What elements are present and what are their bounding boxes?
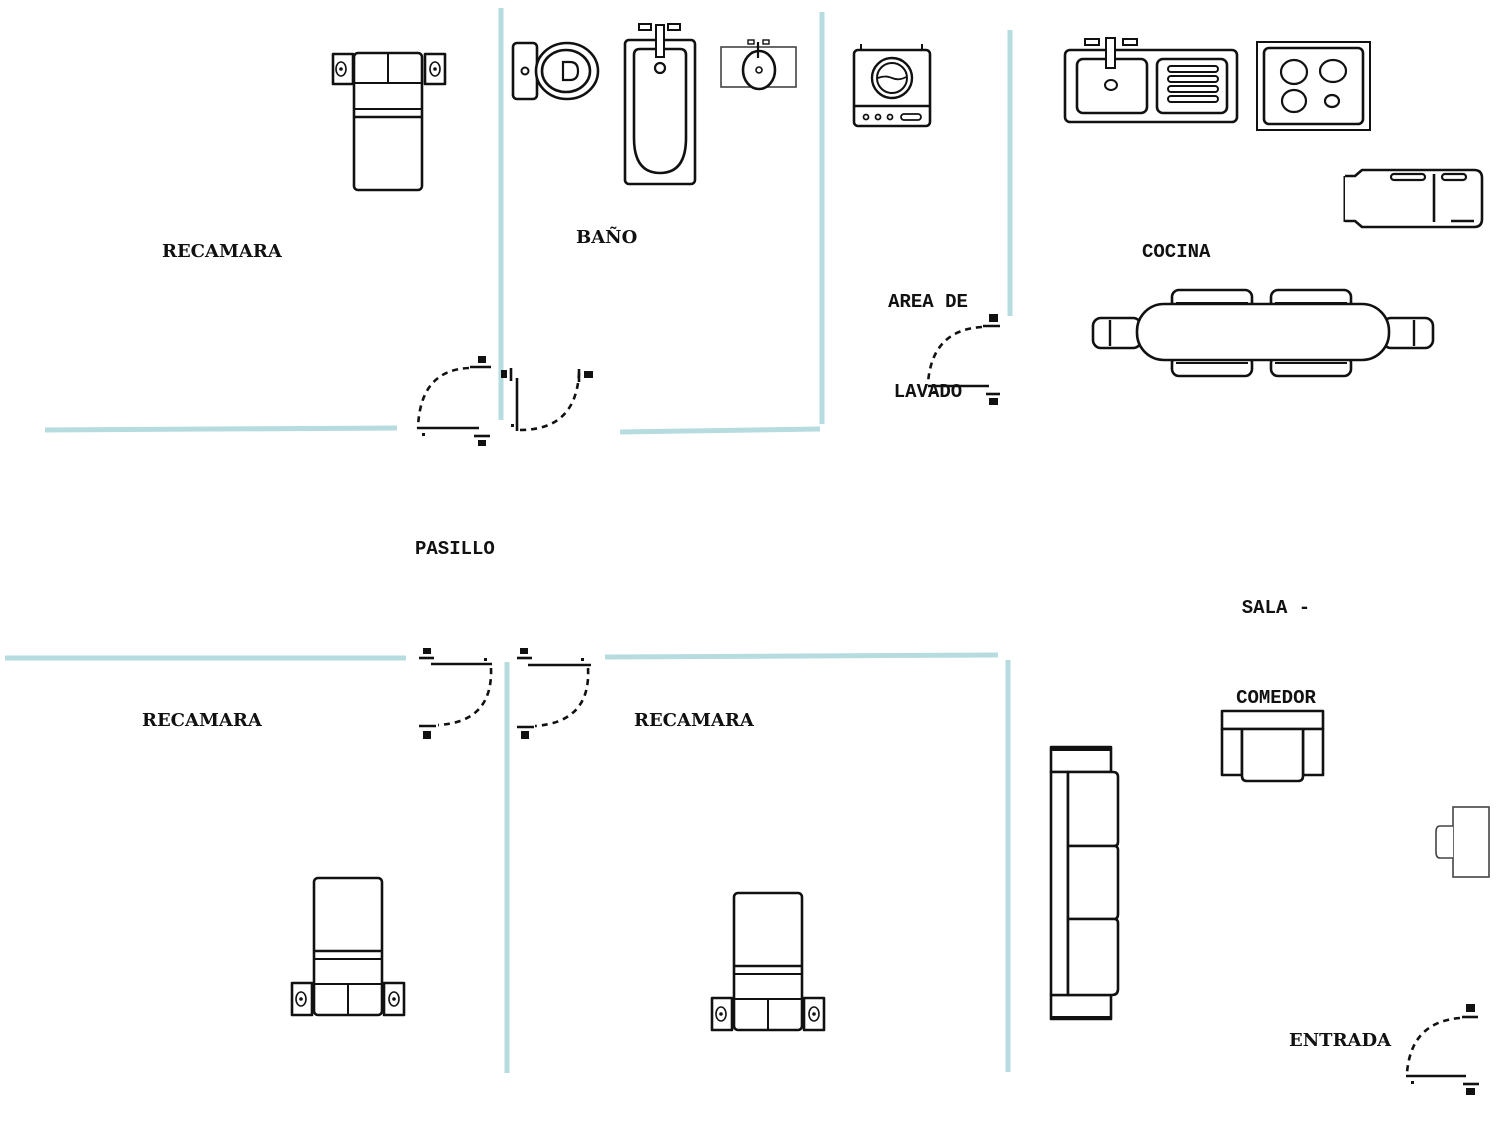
door-swing-icon [517,648,591,739]
room-label-bathroom: BAÑO [576,227,638,248]
room-label-bedroom-bottom-right: RECAMARA [634,710,754,731]
walls [5,8,1013,1073]
toilet-icon [511,41,600,101]
room-label-living: SALA - COMEDOR [1218,533,1334,743]
room-label-kitchen: COCINA [1142,241,1211,263]
kitchen-sink-icon [1063,37,1239,124]
room-label-laundry-line2: LAVADO [893,381,963,403]
armchair-icon [1220,709,1325,783]
tv-icon [1435,806,1490,878]
room-label-living-line2: COMEDOR [1236,687,1316,709]
bathtub-icon [623,23,697,186]
room-label-laundry: AREA DE LAVADO [872,227,984,437]
door-swing-icon [501,368,593,432]
sofa-icon [1049,745,1120,1021]
wall-bathroom-bottom [619,426,821,435]
door-swing-icon [419,648,493,739]
room-label-hallway: PASILLO [415,538,495,560]
room-label-entrance: ENTRADA [1289,1030,1392,1051]
wall-top-bedroom-bottom [44,425,398,433]
door-swing-icon [416,356,491,446]
wall-bottom-right-top [604,652,999,660]
refrigerator-icon [1343,168,1484,229]
bed-icon [290,876,406,1017]
dining-table-icon [1091,288,1435,378]
stove-icon [1256,41,1371,131]
door-swing-icon [1405,1004,1479,1095]
washbasin-icon [720,39,797,91]
door-swing-icon [926,314,1000,405]
bed-icon [710,891,826,1032]
room-label-living-line1: SALA - [1241,597,1311,619]
room-label-bedroom-bottom-left: RECAMARA [142,710,262,731]
room-label-bedroom-top: RECAMARA [162,241,282,262]
room-label-laundry-line1: AREA DE [888,291,968,313]
bed-icon [331,51,447,192]
washing-machine-icon [852,44,932,128]
